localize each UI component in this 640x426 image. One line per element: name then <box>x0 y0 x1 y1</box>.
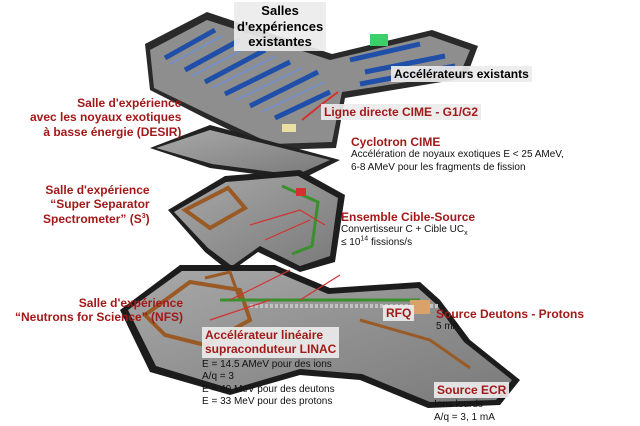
nfs-hall-label: Salle d'expérience “Neutrons for Science… <box>15 296 184 325</box>
s3-hall-label: Salle d'expérience “Super Separator Spec… <box>43 183 150 226</box>
existing-halls-label: Salles d'expériences existantes <box>234 2 327 51</box>
target-source-label: Ensemble Cible-Source Convertisseur C + … <box>341 210 476 248</box>
desir-hall-label: Salle d'expérience avec les noyaux exoti… <box>30 96 182 139</box>
cyclotron-level <box>150 125 340 180</box>
existing-accelerators-label: Accélérateurs existants <box>391 66 532 83</box>
linac-label: Accélérateur linéaire supraconduteur LIN… <box>202 327 340 409</box>
rfq-label: RFQ <box>383 305 415 322</box>
existing-halls-level <box>145 12 478 150</box>
cime-direct-line-label: Ligne directe CIME - G1/G2 <box>321 104 482 121</box>
middle-level <box>168 170 345 272</box>
ecr-source-label: Source ECR Ions lourds A/q = 3, 1 mA <box>434 380 510 424</box>
cyclotron-cime-label: Cyclotron CIME Accélération de noyaux ex… <box>351 135 564 173</box>
deuton-proton-source-label: Source Deutons - Protons 5 mA <box>436 307 585 333</box>
